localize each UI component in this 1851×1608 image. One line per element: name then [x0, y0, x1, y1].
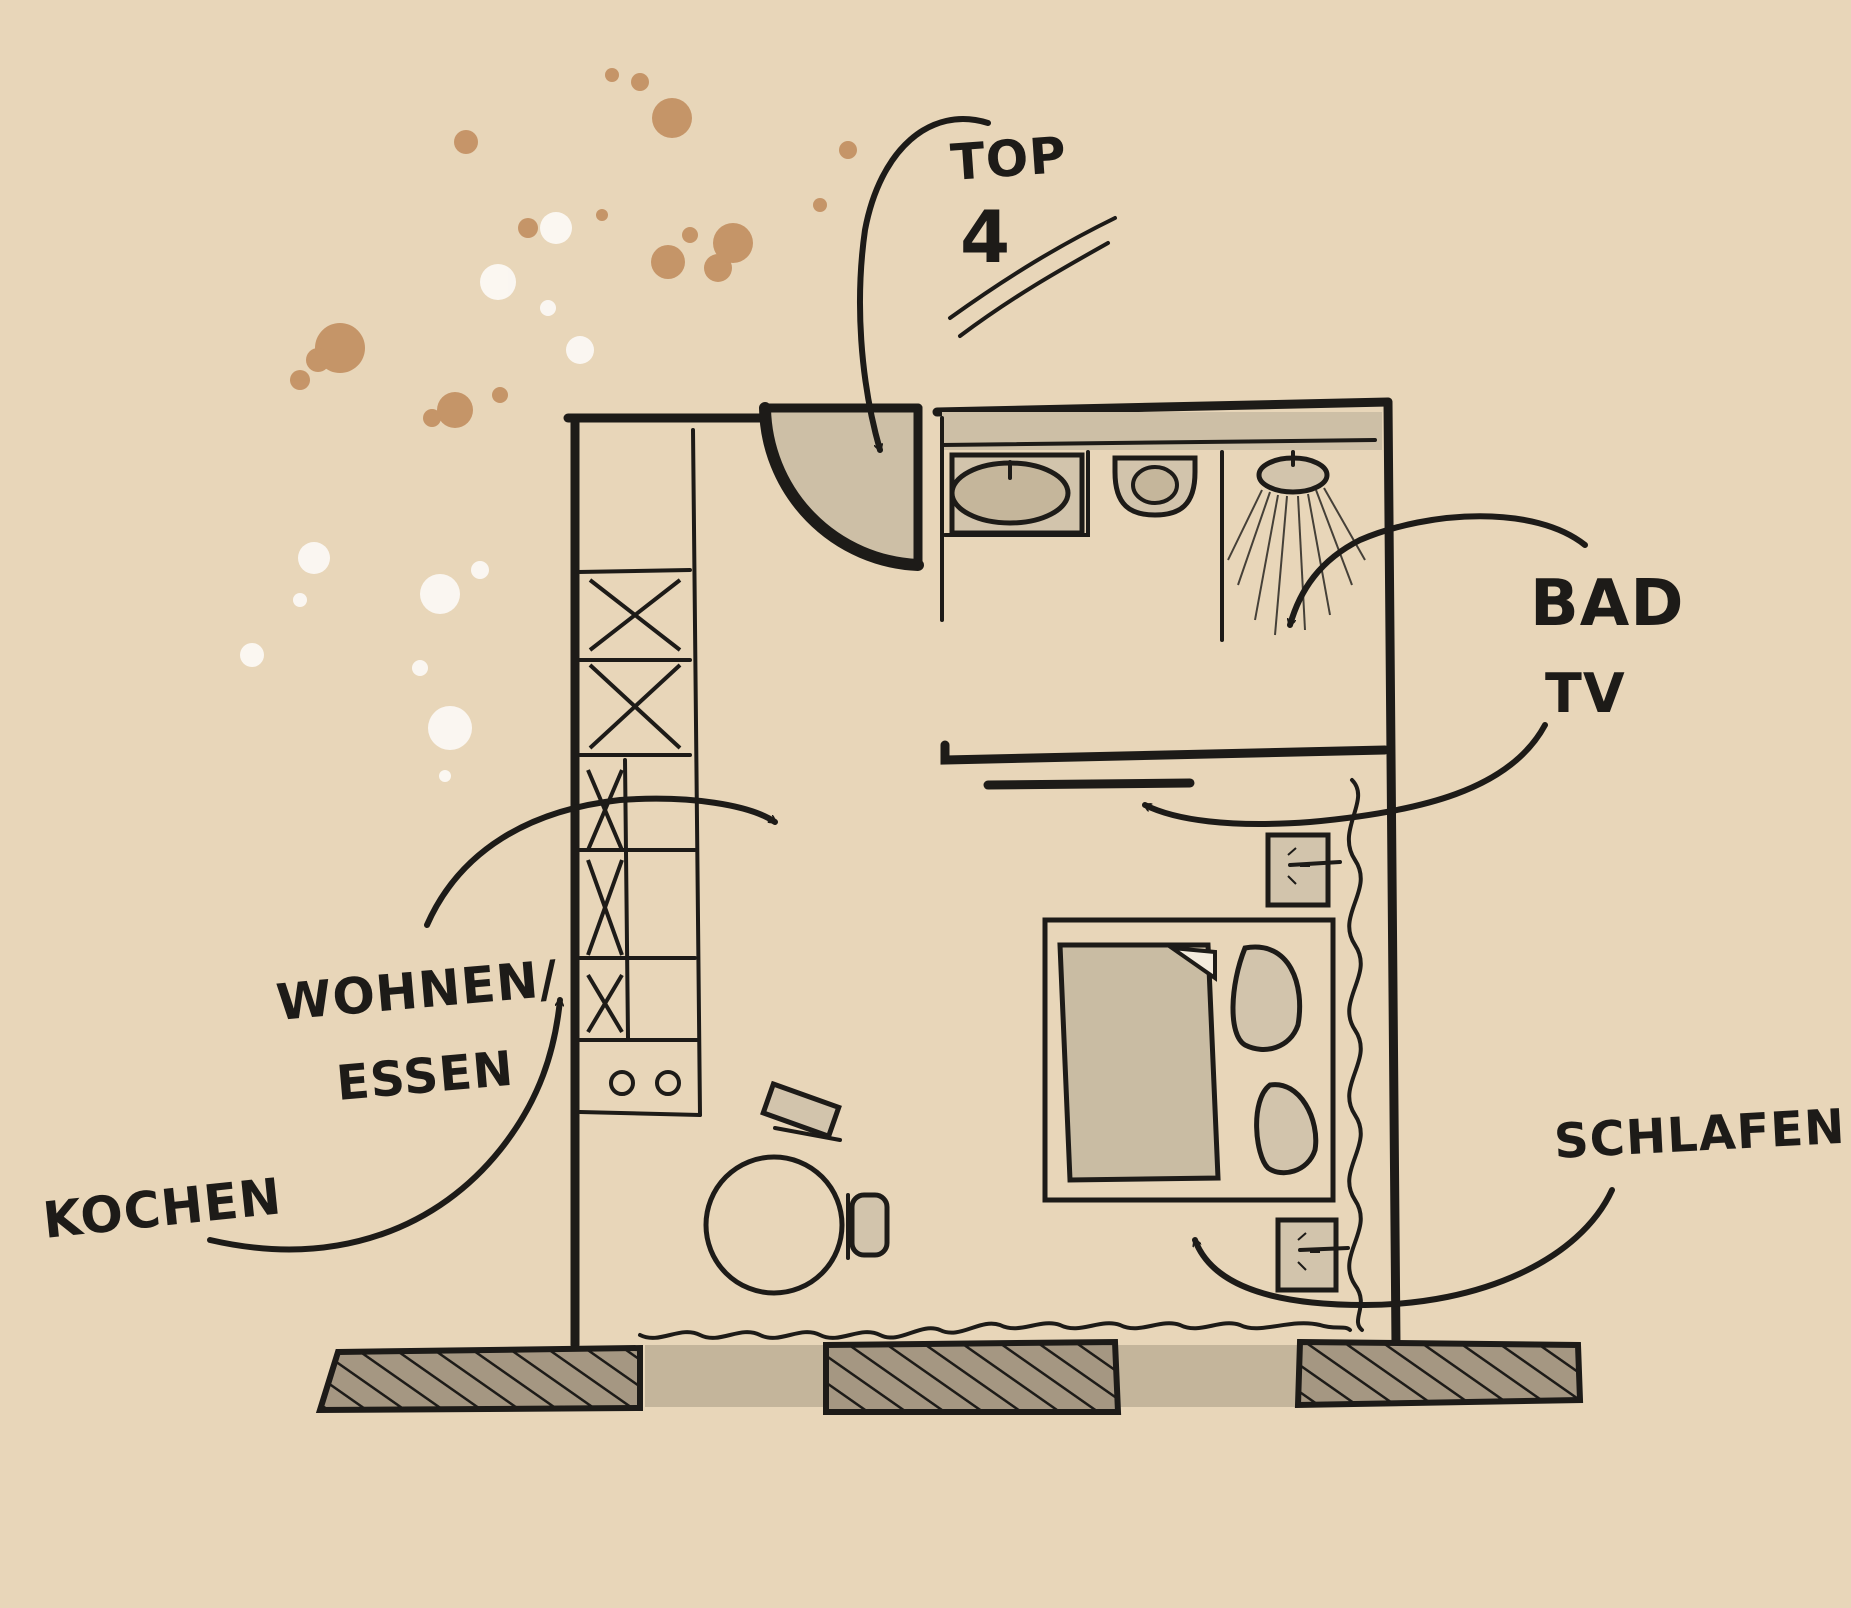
arrow-tv: [1142, 722, 1548, 827]
curtain-right: [1347, 778, 1364, 1332]
shower-icon: [1227, 450, 1366, 636]
curtain-bottom: [638, 1321, 1352, 1340]
top4-underline-strokes: [948, 216, 1117, 338]
tv-unit: [983, 778, 1195, 790]
arrow-schlafen: [1192, 1187, 1615, 1308]
chair-right: [846, 1192, 890, 1260]
window-openings: [645, 1345, 1298, 1407]
arrow-bad: [1290, 513, 1588, 628]
arrow-wohnen: [424, 795, 778, 928]
label-bad: BAD: [1530, 567, 1684, 641]
label-top: TOP: [949, 126, 1069, 192]
dining-table: [703, 1154, 845, 1296]
nightstand-lamp-top: [1265, 832, 1342, 908]
bed: [1042, 917, 1336, 1203]
label-top-number: 4: [960, 195, 1011, 279]
kitchen-counter: [576, 428, 702, 1117]
coffee-stain-splatter: [290, 68, 857, 428]
annotation-arrows: [207, 116, 1615, 1308]
arrow-top4: [857, 116, 991, 453]
chair-top: [760, 1080, 842, 1142]
bathroom: [940, 412, 1390, 765]
washbasin-icon: [949, 452, 1085, 536]
hatched-wall-blocks: [315, 1338, 1584, 1415]
white-paint-splatter: [240, 212, 594, 782]
nightstand-lamp-bottom: [1275, 1217, 1350, 1293]
exterior-walls: [563, 397, 1401, 1350]
label-tv: TV: [1545, 662, 1626, 725]
arrow-kochen: [207, 997, 560, 1253]
toilet-icon: [1112, 455, 1198, 518]
